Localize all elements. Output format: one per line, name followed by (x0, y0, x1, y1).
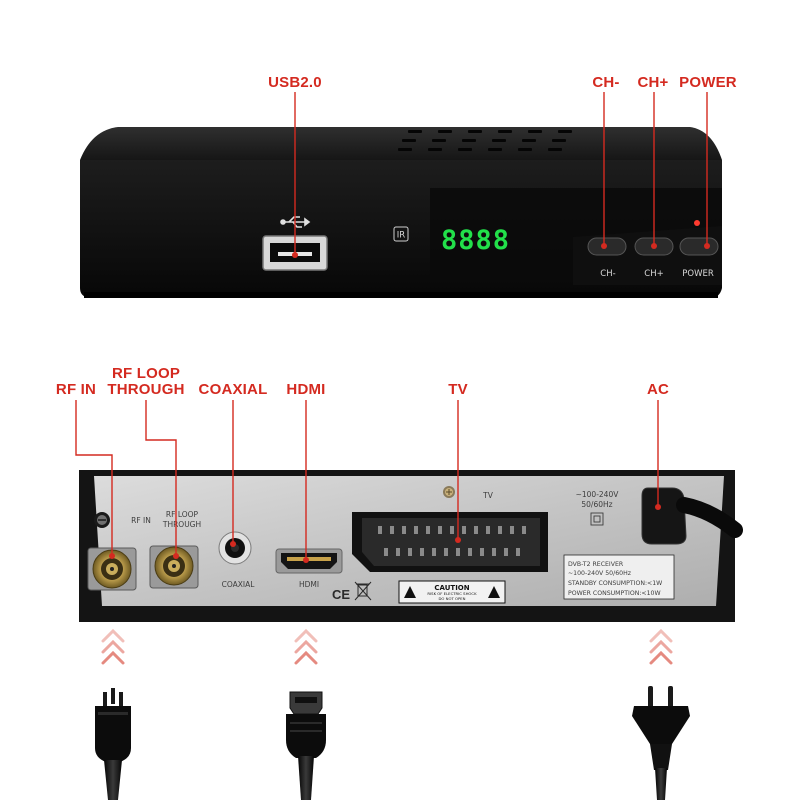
ac-power-cord[interactable] (641, 487, 743, 545)
front-callouts (292, 92, 710, 258)
rf-loop-panel-label-1: RF LOOP (166, 510, 199, 519)
callout-power: POWER (679, 74, 737, 91)
spec-line-2: ~100-240V 50/60Hz (568, 570, 631, 577)
rear-view: RF IN RF LOOP THROUGH COAXIAL HDMI CE (79, 470, 743, 622)
ce-mark: CE (332, 587, 350, 602)
front-base (84, 292, 718, 298)
connection-arrow-icon (649, 628, 673, 665)
rf-in-port[interactable] (87, 547, 137, 591)
callout-ch-minus: CH- (592, 74, 619, 91)
connection-arrow-icon (101, 628, 125, 665)
coaxial-panel-label: COAXIAL (222, 580, 256, 589)
spec-line-3: STANDBY CONSUMPTION:<1W (568, 580, 662, 587)
hdmi-port[interactable] (275, 548, 343, 574)
callout-rf-in: RF IN (56, 381, 96, 398)
callout-rf-loop-line-2: THROUGH (107, 381, 184, 398)
scart-port[interactable] (352, 512, 548, 572)
callout-ac: AC (647, 381, 669, 398)
screw-icon (443, 486, 455, 498)
callout-usb: USB2.0 (268, 74, 322, 91)
ir-sensor: IR (393, 226, 409, 242)
callout-hdmi: HDMI (286, 381, 325, 398)
power-rating-line-2: 50/60Hz (581, 500, 612, 509)
front-top-surface (80, 127, 722, 160)
ir-label: IR (397, 231, 406, 241)
power-button[interactable]: POWER (679, 237, 719, 279)
ch-plus-button-label: CH+ (644, 269, 663, 279)
hdmi-panel-label: HDMI (299, 580, 319, 589)
caution-line-2: DO NOT OPEN (439, 596, 466, 601)
coaxial-port[interactable] (218, 531, 252, 565)
spec-line-4: POWER CONSUMPTION:<10W (568, 590, 661, 597)
connection-arrow-icon (294, 628, 318, 665)
spec-label: DVB-T2 RECEIVER ~100-240V 50/60Hz STANDB… (563, 554, 675, 600)
spec-line-1: DVB-T2 RECEIVER (568, 561, 624, 568)
rear-callouts (75, 400, 661, 563)
rf-loop-panel-label-2: THROUGH (162, 520, 201, 529)
top-vents (398, 130, 572, 151)
power-button-label: POWER (682, 269, 714, 279)
front-view: IR 8888 CH- CH+ POWER (80, 127, 722, 298)
ch-minus-button-label: CH- (600, 269, 615, 279)
callout-rf-loop-line-1: RF LOOP (112, 365, 180, 382)
rf-in-panel-label: RF IN (131, 516, 151, 525)
weee-bin-icon (354, 581, 372, 601)
caution-line-1: RISK OF ELECTRIC SHOCK (427, 591, 477, 596)
ch-minus-button[interactable]: CH- (587, 237, 627, 279)
power-led (694, 220, 700, 226)
callout-ch-plus: CH+ (637, 74, 668, 91)
screw-icon (94, 512, 110, 528)
double-insulation-icon (590, 512, 604, 526)
scart-pins (378, 526, 526, 556)
din-connector-icon (95, 688, 131, 800)
power-rating-line-1: ~100-240V (576, 490, 620, 499)
caution-title: CAUTION (434, 584, 469, 592)
callout-coaxial: COAXIAL (199, 381, 268, 398)
power-plug-icon (632, 686, 690, 800)
caution-label: CAUTION RISK OF ELECTRIC SHOCK DO NOT OP… (398, 580, 506, 604)
led-display: 8888 (441, 225, 510, 256)
callout-tv: TV (448, 381, 468, 398)
tv-panel-label: TV (482, 491, 494, 500)
rf-loop-port[interactable] (149, 545, 199, 589)
hdmi-connector-icon (286, 691, 326, 800)
